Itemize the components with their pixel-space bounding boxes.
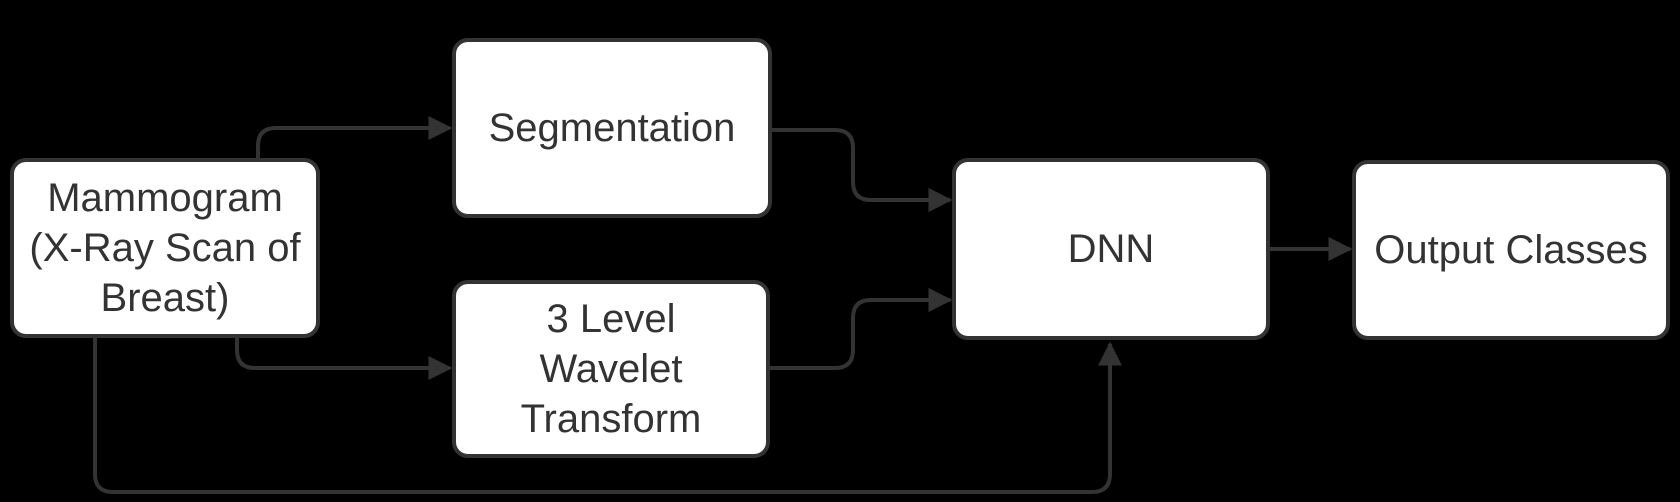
- node-dnn: DNN: [952, 158, 1270, 340]
- node-wavelet-transform: 3 Level Wavelet Transform: [452, 280, 770, 458]
- node-label-line: Output Classes: [1374, 228, 1648, 272]
- node-label-line: Transform: [520, 397, 702, 441]
- node-label-line: 3 Level: [546, 297, 676, 341]
- edge-mammogram-to-dnn: [93, 338, 1122, 494]
- edge-wavelet-to-dnn: [770, 288, 953, 370]
- node-output-classes: Output Classes: [1352, 160, 1670, 340]
- edge-mammogram-to-wavelet: [235, 338, 453, 380]
- node-mammogram: Mammogram (X-Ray Scan of Breast): [10, 158, 320, 338]
- node-label-line: Wavelet: [539, 347, 683, 391]
- edge-segmentation-to-dnn: [772, 128, 953, 212]
- node-segmentation: Segmentation: [452, 38, 772, 218]
- edge-mammogram-to-segmentation: [256, 116, 453, 158]
- node-label-line: (X-Ray Scan of: [29, 226, 301, 270]
- node-label-line: Mammogram: [47, 176, 283, 220]
- node-label-line: Breast): [100, 276, 230, 320]
- node-label-line: DNN: [1067, 227, 1155, 271]
- node-label-line: Segmentation: [488, 106, 736, 150]
